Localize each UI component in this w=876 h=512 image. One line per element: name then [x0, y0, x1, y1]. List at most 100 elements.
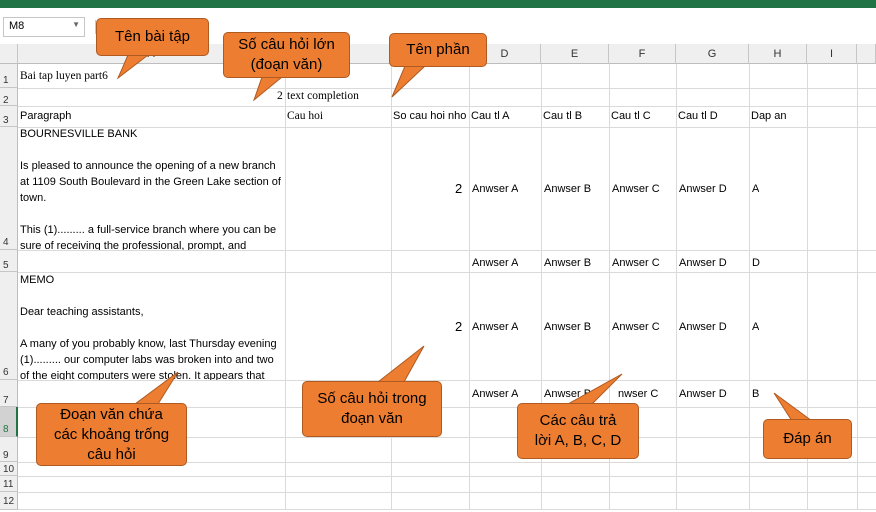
- row-header-5[interactable]: 5: [0, 250, 18, 272]
- callout-so-cau-hoi-trong: Số câu hỏi trong đoạn văn: [302, 381, 442, 437]
- correct-answer[interactable]: A: [752, 321, 760, 333]
- name-box-value: M8: [9, 20, 25, 32]
- column-header-f[interactable]: F: [609, 44, 676, 64]
- column-header-i[interactable]: I: [807, 44, 857, 64]
- callout-tail: [566, 373, 623, 405]
- callout-tail: [391, 65, 427, 98]
- chevron-down-icon[interactable]: ▼: [72, 20, 80, 29]
- cell-paragraph-1[interactable]: BOURNESVILLE BANK Is pleased to announce…: [20, 128, 281, 250]
- gridline: [18, 380, 876, 381]
- answer-c[interactable]: Anwser C: [612, 183, 660, 195]
- callout-so-cau-hoi-lon: Số câu hỏi lớn (đoạn văn): [223, 32, 350, 78]
- answer-a[interactable]: Anwser A: [472, 321, 519, 333]
- header-cau-tl-d[interactable]: Cau tl D: [678, 110, 718, 122]
- answer-d[interactable]: Anwser D: [679, 183, 727, 195]
- callout-tail: [252, 76, 284, 102]
- callout-cac-cau-tra-loi: Các câu trả lời A, B, C, D: [517, 403, 639, 459]
- row-header-7[interactable]: 7: [0, 380, 18, 407]
- callout-ten-phan: Tên phần: [389, 33, 487, 67]
- row-header-1[interactable]: 1: [0, 64, 18, 88]
- header-paragraph[interactable]: Paragraph: [20, 110, 72, 122]
- correct-answer[interactable]: B: [752, 388, 760, 400]
- row-header-3[interactable]: 3: [0, 106, 18, 127]
- column-header-g[interactable]: G: [676, 44, 749, 64]
- callout-text: Các câu trả lời A, B, C, D: [534, 412, 622, 449]
- correct-answer[interactable]: A: [752, 183, 760, 195]
- gridline: [18, 437, 876, 438]
- callout-text: Tên phần: [406, 41, 470, 58]
- gridline: [391, 64, 392, 510]
- answer-d[interactable]: Anwser D: [679, 257, 727, 269]
- name-box[interactable]: M8 ▼: [3, 17, 85, 37]
- cell-c2-section[interactable]: text completion: [287, 90, 359, 102]
- row-header-6[interactable]: 6: [0, 272, 18, 380]
- answer-b[interactable]: Anwser B: [544, 388, 592, 400]
- column-header-d[interactable]: D: [469, 44, 541, 64]
- row-header-4[interactable]: 4: [0, 127, 18, 250]
- formula-bar-separator: [95, 20, 96, 34]
- row-header-10[interactable]: 10: [0, 462, 18, 476]
- gridline: [857, 64, 858, 510]
- gridline: [676, 64, 677, 510]
- header-cau-tl-c[interactable]: Cau tl C: [611, 110, 651, 122]
- answer-d[interactable]: Anwser D: [679, 388, 727, 400]
- gridline: [609, 64, 610, 510]
- gridline: [541, 64, 542, 510]
- gridline: [18, 272, 876, 273]
- callout-tail: [133, 371, 179, 405]
- row-header-8[interactable]: 8: [0, 407, 18, 437]
- cell-count-2[interactable]: 2: [455, 319, 463, 334]
- gridline: [18, 250, 876, 251]
- gridline: [18, 88, 876, 89]
- gridline: [285, 64, 286, 510]
- answer-c[interactable]: Anwser C: [612, 257, 660, 269]
- callout-dap-an: Đáp án: [763, 419, 852, 459]
- callout-tail: [376, 345, 425, 383]
- row-header-11[interactable]: 11: [0, 476, 18, 492]
- gridline: [18, 476, 876, 477]
- header-cau-tl-a[interactable]: Cau tl A: [471, 110, 510, 122]
- gridline: [18, 462, 876, 463]
- callout-ten-bai-tap: Tên bài tập: [96, 18, 209, 56]
- answer-a[interactable]: Anwser A: [472, 183, 519, 195]
- callout-text: Đoạn văn chứa các khoảng trống câu hỏi: [53, 405, 170, 463]
- gridline: [469, 64, 470, 510]
- excel-title-bar: [0, 0, 876, 8]
- header-cau-hoi[interactable]: Cau hoi: [287, 110, 324, 122]
- callout-text: Số câu hỏi lớn (đoạn văn): [238, 36, 335, 73]
- callout-text: Số câu hỏi trong đoạn văn: [317, 390, 427, 427]
- cell-paragraph-2[interactable]: MEMO Dear teaching assistants, A many of…: [20, 274, 277, 380]
- answer-b[interactable]: Anwser B: [544, 257, 592, 269]
- header-so-cau-hoi-nho[interactable]: So cau hoi nho: [393, 110, 467, 122]
- callout-text: Đáp án: [783, 430, 832, 447]
- gridline: [18, 106, 876, 107]
- header-dap-an[interactable]: Dap an: [751, 110, 787, 122]
- answer-c[interactable]: Anwser C: [612, 321, 660, 333]
- gridline: [749, 64, 750, 510]
- answer-a[interactable]: Anwser A: [472, 388, 519, 400]
- cell-count-1[interactable]: 2: [455, 181, 463, 196]
- answer-d[interactable]: Anwser D: [679, 321, 727, 333]
- callout-tail: [773, 392, 814, 422]
- gridline: [807, 64, 808, 510]
- callout-text: Tên bài tập: [114, 28, 191, 45]
- row-header-9[interactable]: 9: [0, 437, 18, 462]
- callout-doan-van: Đoạn văn chứa các khoảng trống câu hỏi: [36, 403, 187, 466]
- gridline: [18, 492, 876, 493]
- answer-c[interactable]: nwser C: [618, 388, 659, 400]
- column-header-h[interactable]: H: [749, 44, 807, 64]
- correct-answer[interactable]: D: [752, 257, 760, 269]
- header-cau-tl-b[interactable]: Cau tl B: [543, 110, 583, 122]
- gridline: [18, 127, 876, 128]
- callout-tail: [116, 54, 150, 80]
- answer-b[interactable]: Anwser B: [544, 183, 592, 195]
- column-header-e[interactable]: E: [541, 44, 609, 64]
- answer-b[interactable]: Anwser B: [544, 321, 592, 333]
- select-all-corner[interactable]: [0, 44, 18, 64]
- cell-a1-title[interactable]: Bai tap luyen part6: [20, 70, 108, 82]
- answer-a[interactable]: Anwser A: [472, 257, 519, 269]
- row-header-2[interactable]: 2: [0, 88, 18, 106]
- cell-b2-count[interactable]: 2: [277, 90, 283, 102]
- gridline: [18, 407, 876, 408]
